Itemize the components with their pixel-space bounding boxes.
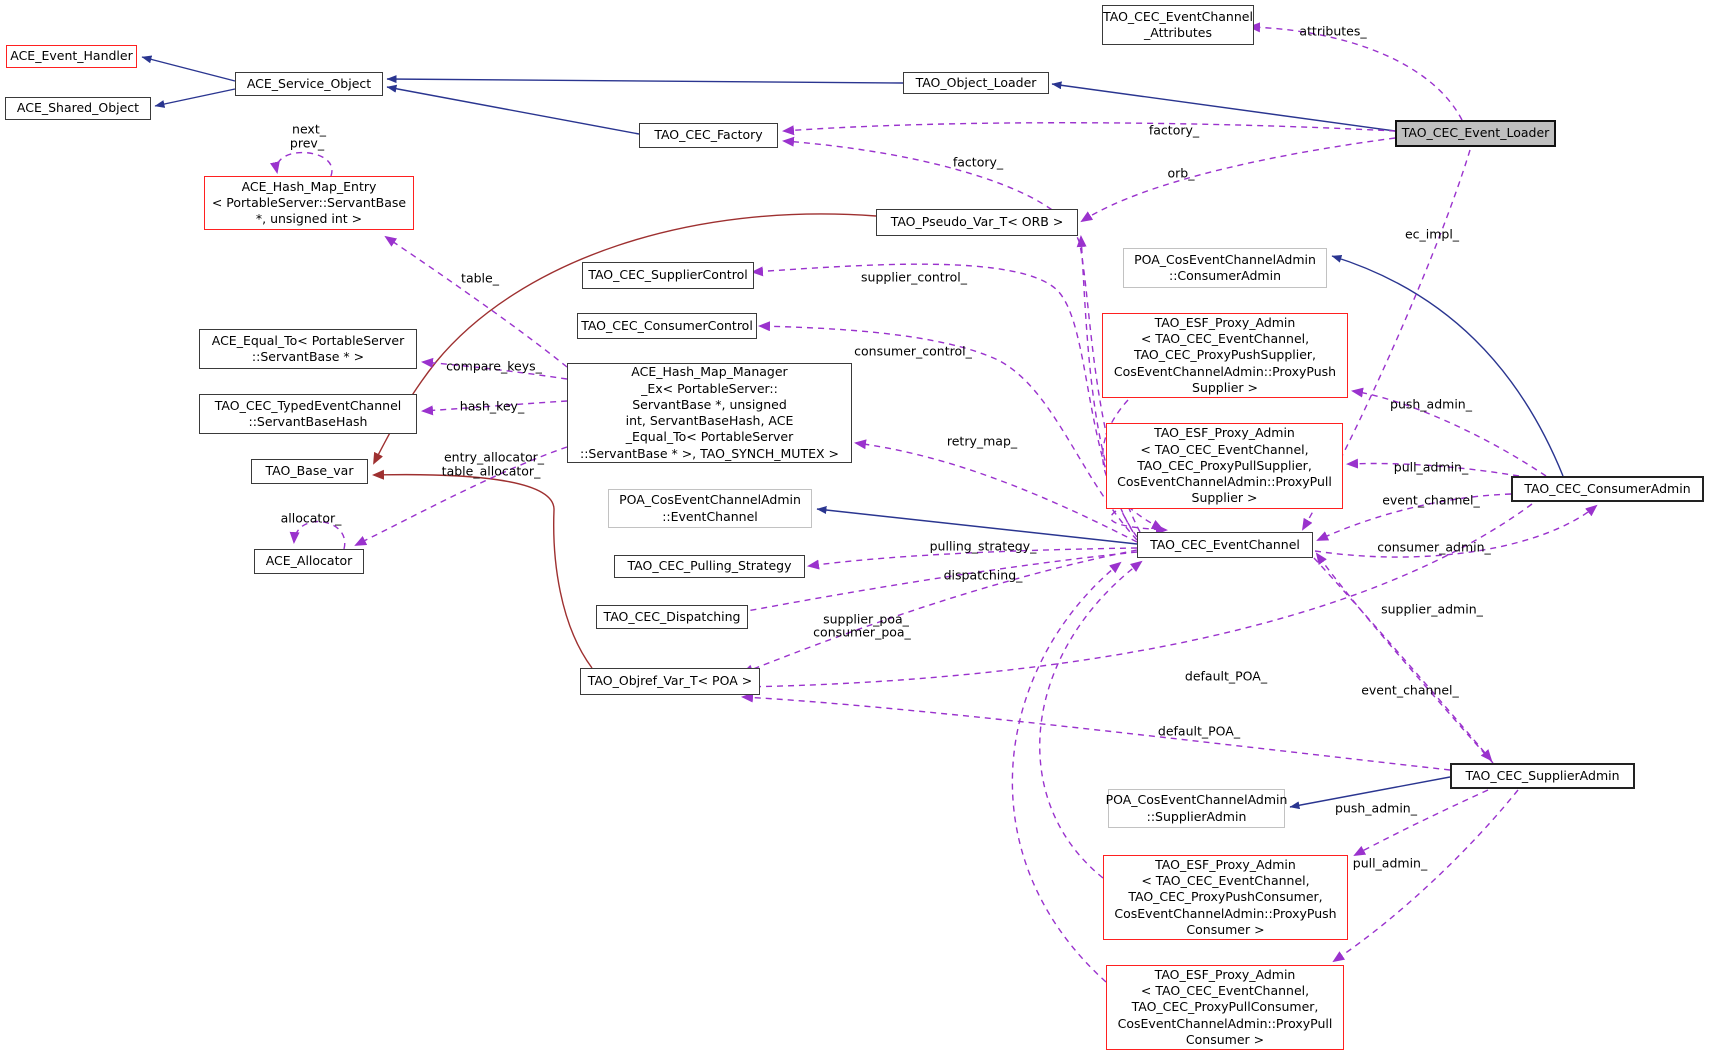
node-ace-allocator[interactable]: ACE_Allocator <box>254 549 364 574</box>
edge-label-consumer-admin: consumer_admin_ <box>1377 539 1491 555</box>
edge-next-prev-selfloop <box>270 151 333 177</box>
node-tao-cec-eventchannel[interactable]: TAO_CEC_EventChannel <box>1137 532 1313 558</box>
edge-label-retry-map: retry_map_ <box>946 433 1018 449</box>
edge-label-default-POA: default_POA_ <box>1184 668 1268 684</box>
node-tao-base-var[interactable]: TAO_Base_var <box>251 459 368 484</box>
edge-retry-map <box>854 439 1138 543</box>
node-esf-proxy-push-consumer[interactable]: TAO_ESF_Proxy_Admin < TAO_CEC_EventChann… <box>1103 855 1348 940</box>
edge-attributes <box>1248 22 1463 121</box>
node-esf-proxy-push-supplier[interactable]: TAO_ESF_Proxy_Admin < TAO_CEC_EventChann… <box>1102 313 1348 398</box>
edge-label-consumer-control: consumer_control_ <box>854 343 972 359</box>
node-tao-cec-supplier-control[interactable]: TAO_CEC_SupplierControl <box>582 262 754 289</box>
edge-default-poa-supplieradmin <box>741 692 1451 771</box>
node-ace-shared-object[interactable]: ACE_Shared_Object <box>5 97 151 120</box>
node-esf-proxy-pull-consumer[interactable]: TAO_ESF_Proxy_Admin < TAO_CEC_EventChann… <box>1106 965 1344 1050</box>
edge-label-hash-key: hash_key_ <box>459 398 525 414</box>
edge-label-attributes: attributes_ <box>1299 23 1367 39</box>
edge-ec-from-pullsupplier <box>1110 510 1168 535</box>
edge-supplier-admin <box>1313 557 1493 762</box>
edge-label-event-channel: event_channel_ <box>1382 492 1480 508</box>
node-esf-proxy-pull-supplier[interactable]: TAO_ESF_Proxy_Admin < TAO_CEC_EventChann… <box>1106 423 1343 509</box>
node-ace-event-handler[interactable]: ACE_Event_Handler <box>6 45 137 68</box>
node-poa-supplier-admin: POA_CosEventChannelAdmin ::SupplierAdmin <box>1106 789 1287 828</box>
edge-inherit-eventloader-objectloader <box>1051 81 1396 132</box>
edge-label-pulling-strategy: pulling_strategy_ <box>929 538 1037 554</box>
node-ace-hash-map-entry[interactable]: ACE_Hash_Map_Entry < PortableServer::Ser… <box>204 176 414 230</box>
node-tao-cec-eventchannel-attributes[interactable]: TAO_CEC_EventChannel _Attributes <box>1102 5 1254 45</box>
edge-label-entry-allocator: entry_allocator_ <box>443 449 545 465</box>
edge-inherit-objectloader-serviceobject <box>386 75 904 84</box>
node-tao-object-loader[interactable]: TAO_Object_Loader <box>903 72 1049 94</box>
node-poa-event-channel: POA_CosEventChannelAdmin ::EventChannel <box>608 489 812 528</box>
node-tao-cec-pulling-strategy[interactable]: TAO_CEC_Pulling_Strategy <box>614 555 805 578</box>
edge-label-ec-impl: ec_impl_ <box>1404 226 1460 242</box>
edge-inherit-factory-serviceobject <box>386 84 640 135</box>
edge-label-default-POA: default_POA_ <box>1157 723 1241 739</box>
edge-orb-loader <box>1080 137 1396 223</box>
node-tao-objref-var[interactable]: TAO_Objref_Var_T< POA > <box>580 668 760 695</box>
edge-pull-admin-supplier <box>1332 789 1519 963</box>
edge-label-factory: factory_ <box>952 154 1004 170</box>
edge-label-pull-admin: pull_admin_ <box>1352 855 1428 871</box>
edge-label-consumer-poa: consumer_poa_ <box>813 624 911 640</box>
edge-label-push-admin: push_admin_ <box>1335 800 1417 816</box>
edge-label-allocator: allocator_ <box>280 510 342 526</box>
edge-ec-from-pushconsumer <box>1039 560 1143 879</box>
node-tao-cec-consumer-control[interactable]: TAO_CEC_ConsumerControl <box>577 313 757 339</box>
node-tao-pseudo-var[interactable]: TAO_Pseudo_Var_T< ORB > <box>876 209 1078 236</box>
edge-label-event-channel: event_channel_ <box>1361 682 1459 698</box>
node-ace-service-object[interactable]: ACE_Service_Object <box>235 72 383 96</box>
node-tao-cec-dispatching[interactable]: TAO_CEC_Dispatching <box>596 605 748 629</box>
edge-label-table-allocator: table_allocator_ <box>441 463 541 479</box>
edge-label-pull-admin: pull_admin_ <box>1393 459 1469 475</box>
edge-inherit-serviceobject-eventhandler <box>141 55 236 82</box>
node-tao-cec-supplieradmin[interactable]: TAO_CEC_SupplierAdmin <box>1450 763 1635 789</box>
edge-label-dispatching: dispatching_ <box>943 567 1023 583</box>
edge-allocator-selfloop <box>289 520 346 550</box>
edge-label-supplier-poa: supplier_poa_ <box>823 611 909 627</box>
node-servant-base-hash[interactable]: TAO_CEC_TypedEventChannel ::ServantBaseH… <box>199 394 417 434</box>
edge-factory-loader <box>782 122 1396 136</box>
edge-label-compare-keys: compare_keys_ <box>446 358 542 374</box>
node-ace-hash-map-manager[interactable]: ACE_Hash_Map_Manager _Ex< PortableServer… <box>567 363 852 463</box>
node-tao-cec-event-loader: TAO_CEC_Event_Loader <box>1395 120 1556 147</box>
edge-label-factory: factory_ <box>1148 122 1200 138</box>
node-tao-cec-consumeradmin[interactable]: TAO_CEC_ConsumerAdmin <box>1511 476 1704 502</box>
edge-eventchannel-from-supplieradmin <box>1315 552 1494 764</box>
edge-inherit-consumeradmin-poaconsumeradmin <box>1331 255 1564 477</box>
edge-label-table: table_ <box>461 270 499 286</box>
node-ace-equal-to[interactable]: ACE_Equal_To< PortableServer ::ServantBa… <box>199 329 417 369</box>
edge-priv-objrefvar-basevar <box>372 469 593 669</box>
edge-factory-eventchannel <box>782 136 1141 533</box>
edge-label-orb: orb_ <box>1167 165 1195 181</box>
edge-label-next: next_ <box>292 121 326 137</box>
node-tao-cec-factory[interactable]: TAO_CEC_Factory <box>639 123 778 148</box>
node-poa-consumer-admin: POA_CosEventChannelAdmin ::ConsumerAdmin <box>1123 248 1327 288</box>
edge-label-supplier-admin: supplier_admin_ <box>1381 601 1483 617</box>
edge-label-supplier-control: supplier_control_ <box>861 269 967 285</box>
edge-label-prev: prev_ <box>289 135 325 151</box>
edge-inherit-serviceobject-sharedobject <box>154 88 236 108</box>
edge-label-push-admin: push_admin_ <box>1390 396 1472 412</box>
